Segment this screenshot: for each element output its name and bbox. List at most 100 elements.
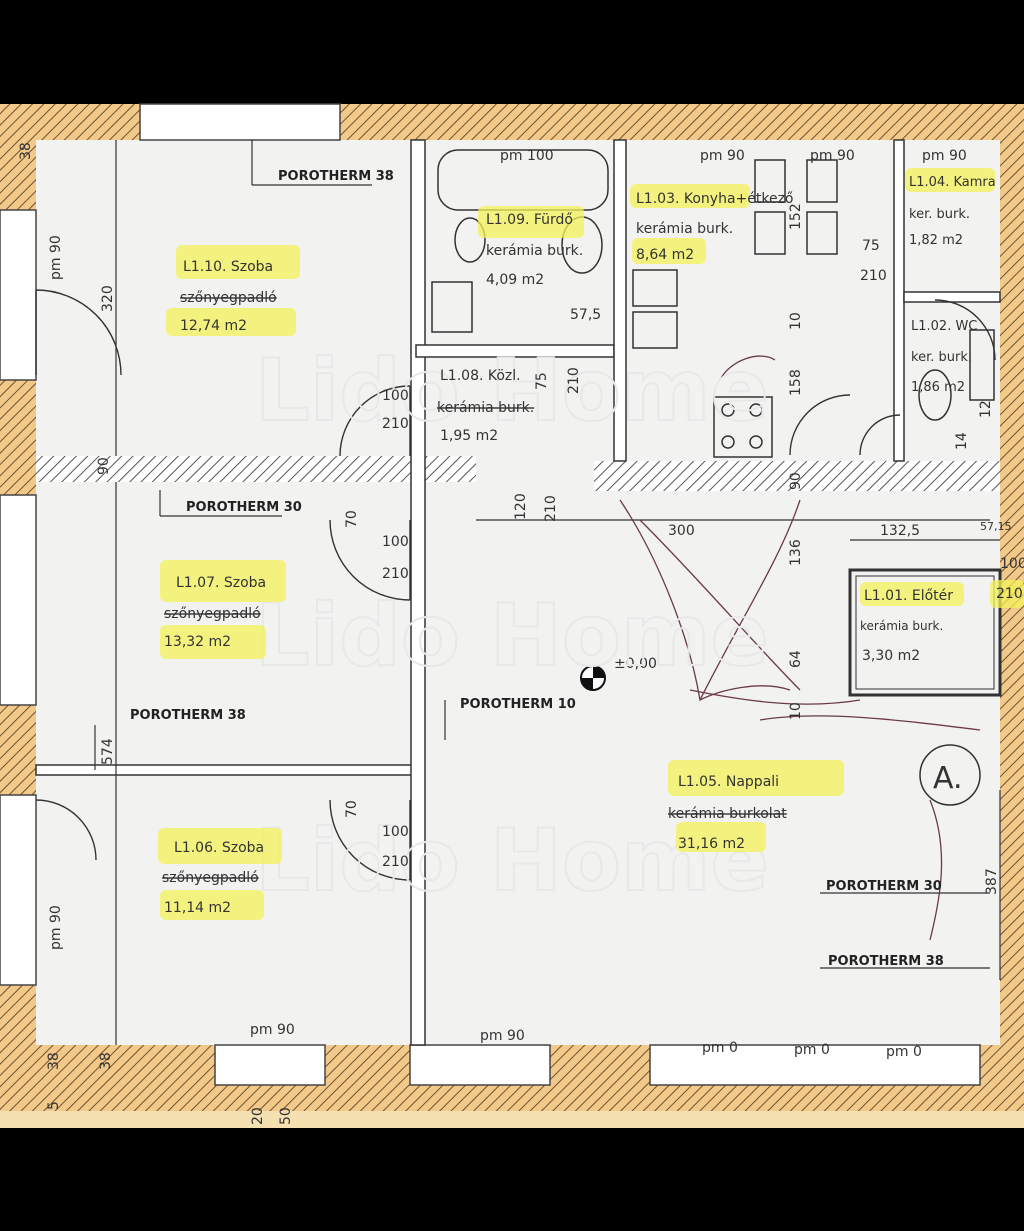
room-l105-code: L1.05. Nappali — [678, 774, 779, 790]
room-l104-code: L1.04. Kamra — [909, 175, 996, 190]
dim-152: 152 — [788, 203, 804, 230]
dim-14: 14 — [954, 432, 970, 450]
dimension-lines — [94, 140, 1001, 1045]
dim-pm90-c: pm 90 — [810, 148, 855, 164]
dim-70-a: 70 — [344, 510, 360, 528]
dim-12: 12 — [978, 400, 994, 418]
room-l108-floor: kerámia burk. — [437, 400, 534, 416]
room-l107-code: L1.07. Szoba — [176, 575, 266, 591]
level-marker: ±0,00 — [580, 656, 657, 691]
room-l106: L1.06. Szoba szőnyegpadló 11,14 m2 — [162, 840, 264, 916]
room-l108-code: L1.08. Közl. — [440, 368, 521, 384]
room-l103-floor: kerámia burk. — [636, 221, 733, 237]
dim-57-5: 57,5 — [570, 307, 601, 323]
room-l109-code: L1.09. Fürdő — [486, 212, 573, 228]
dim-90-b: 90 — [788, 472, 804, 490]
room-l110-area: 12,74 m2 — [180, 318, 247, 334]
room-l105: L1.05. Nappali kerámia burkolat 31,16 m2 — [668, 774, 787, 852]
dim-132-5: 132,5 — [880, 523, 920, 539]
dim-210-f: 210 — [543, 495, 559, 522]
room-l108: L1.08. Közl. kerámia burk. 1,95 m2 — [437, 368, 534, 444]
room-l104: L1.04. Kamra ker. burk. 1,82 m2 — [909, 175, 996, 248]
top-black-bar — [0, 0, 1024, 104]
dim-100-b: 100 — [382, 534, 409, 550]
room-l105-floor: kerámia burkolat — [668, 806, 787, 822]
wall-label-4: POROTHERM 10 — [460, 697, 576, 712]
dimension-texts: pm 90 pm 100 pm 90 pm 90 pm 90 pm 90 pm … — [18, 142, 1024, 1125]
dim-100-a: 100 — [382, 388, 409, 404]
dim-158: 158 — [788, 369, 804, 396]
highlights — [158, 168, 1024, 920]
dim-100-d: 100 — [1000, 556, 1024, 572]
windows — [0, 103, 981, 1086]
wall-label-6: POROTHERM 38 — [828, 954, 944, 969]
dim-38-b: 38 — [98, 1052, 114, 1070]
dim-64: 64 — [788, 650, 804, 668]
dim-pm100: pm 100 — [500, 148, 554, 164]
room-l105-area: 31,16 m2 — [678, 836, 745, 852]
room-l101-code: L1.01. Előtér — [864, 588, 953, 604]
dim-70-b: 70 — [344, 800, 360, 818]
dim-210-a: 210 — [382, 416, 409, 432]
room-l107-floor: szőnyegpadló — [164, 606, 261, 622]
dim-210-d: 210 — [860, 268, 887, 284]
dim-300: 300 — [668, 523, 695, 539]
room-l110-code: L1.10. Szoba — [183, 259, 273, 275]
dim-90-a: 90 — [96, 457, 112, 475]
dim-136: 136 — [788, 539, 804, 566]
room-l109: L1.09. Fürdő kerámia burk. 4,09 m2 — [486, 212, 583, 288]
room-l103: L1.03. Konyha+étkező kerámia burk. 8,64 … — [636, 191, 794, 263]
paper-background — [0, 104, 1024, 1128]
dim-75-a: 75 — [862, 238, 880, 254]
wall-label-2: POROTHERM 30 — [186, 500, 302, 515]
room-l108-area: 1,95 m2 — [440, 428, 498, 444]
dim-pm90-g: pm 90 — [480, 1028, 525, 1044]
dim-pm0-c: pm 0 — [886, 1044, 922, 1060]
bottom-black-bar — [0, 1128, 1024, 1231]
watermark-1: Lido Home — [255, 341, 769, 441]
room-l107: L1.07. Szoba szőnyegpadló 13,32 m2 — [164, 575, 266, 650]
dim-pm0-b: pm 0 — [794, 1042, 830, 1058]
wall-label-5: POROTHERM 30 — [826, 879, 942, 894]
dim-pm90-e: pm 90 — [48, 905, 64, 950]
room-l102-area: 1,86 m2 — [911, 380, 965, 395]
dim-574: 574 — [100, 738, 116, 765]
dim-10-b: 10 — [788, 702, 804, 720]
dim-210-e: 210 — [566, 367, 582, 394]
room-l110-floor: szőnyegpadló — [180, 290, 277, 306]
room-l109-floor: kerámia burk. — [486, 243, 583, 259]
dim-50: 50 — [278, 1107, 294, 1125]
room-l106-floor: szőnyegpadló — [162, 870, 259, 886]
room-l104-area: 1,82 m2 — [909, 233, 963, 248]
dim-5: 5 — [46, 1101, 62, 1110]
room-l102-floor: ker. burk. — [911, 350, 972, 365]
dim-pm90-f: pm 90 — [250, 1022, 295, 1038]
room-l103-code: L1.03. Konyha+étkező — [636, 191, 794, 207]
room-l110: L1.10. Szoba szőnyegpadló 12,74 m2 — [180, 259, 277, 334]
dim-387: 387 — [984, 868, 1000, 895]
watermark-2: Lido Home — [255, 586, 769, 686]
level-label: ±0,00 — [614, 656, 657, 672]
room-l102: L1.02. WC ker. burk. 1,86 m2 — [911, 319, 977, 395]
dim-38-a: 38 — [18, 142, 34, 160]
room-l101-floor: kerámia burk. — [860, 619, 943, 633]
room-l103-area: 8,64 m2 — [636, 247, 694, 263]
section-marker: A. — [919, 744, 981, 806]
room-l107-area: 13,32 m2 — [164, 634, 231, 650]
dim-pm90-b: pm 90 — [700, 148, 745, 164]
room-l101: L1.01. Előtér kerámia burk. 3,30 m2 — [860, 588, 953, 664]
dim-210-b: 210 — [382, 566, 409, 582]
interior-walls — [35, 139, 1002, 1046]
room-l106-area: 11,14 m2 — [164, 900, 231, 916]
room-l102-code: L1.02. WC — [911, 319, 977, 334]
room-l106-code: L1.06. Szoba — [174, 840, 264, 856]
dim-320: 320 — [100, 285, 116, 312]
fixtures — [431, 149, 995, 458]
dim-pm90-d: pm 90 — [922, 148, 967, 164]
dim-20: 20 — [250, 1107, 266, 1125]
wall-label-1: POROTHERM 38 — [278, 169, 394, 184]
dim-57-15: 57,15 — [980, 520, 1012, 533]
dim-100-c: 100 — [382, 824, 409, 840]
room-l109-area: 4,09 m2 — [486, 272, 544, 288]
dim-10-a: 10 — [788, 312, 804, 330]
